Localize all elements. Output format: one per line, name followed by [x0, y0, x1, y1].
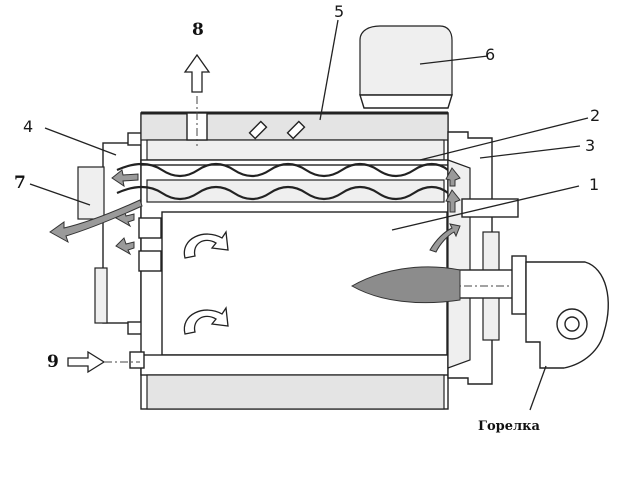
flame: [350, 266, 461, 304]
burner-label: Горелка: [478, 419, 541, 434]
label-5: 5: [334, 2, 344, 21]
label-3: 3: [585, 136, 595, 155]
inlet-arrow: [67, 350, 106, 374]
front-door: [447, 131, 519, 385]
label-6: 6: [485, 45, 495, 64]
label-7: 7: [14, 173, 26, 193]
exhaust-arrow: [49, 199, 143, 244]
left-panel: [77, 132, 143, 335]
label-4: 4: [23, 117, 33, 136]
boiler-body: [129, 96, 449, 410]
casing-cover: [359, 25, 453, 109]
label-9: 9: [47, 352, 59, 372]
label-8: 8: [192, 20, 204, 40]
label-2: 2: [590, 106, 600, 125]
hot-gas-arrows: [183, 230, 229, 335]
leader-lines: [29, 19, 589, 411]
outlet-arrow: [183, 53, 211, 93]
label-1: 1: [589, 175, 599, 194]
burner: [448, 255, 609, 369]
flue-passes: [116, 162, 449, 201]
